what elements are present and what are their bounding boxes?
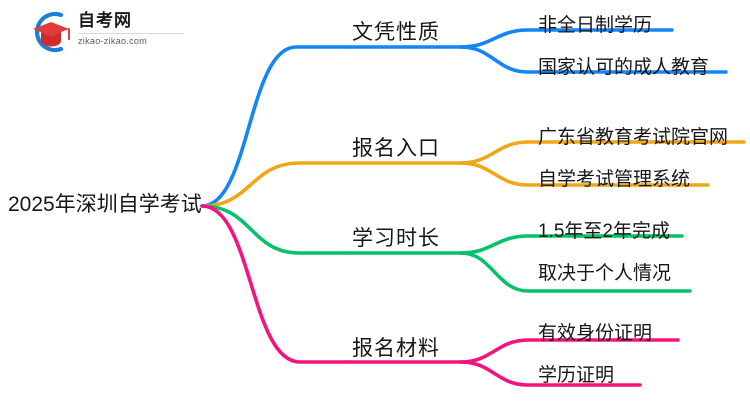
mindmap-leaf-node-4-2[interactable]: 学历证明 [538, 365, 615, 386]
edge-group-branch-1 [200, 28, 728, 208]
mindmap-leaf-node-1-2[interactable]: 国家认可的成人教育 [538, 57, 710, 78]
edge-root-to-branch-1 [200, 45, 351, 208]
edge-group-branch-2 [200, 140, 746, 208]
edge-branch-3-to-leaf-5 [459, 234, 684, 255]
mindmap-leaf-node-2-1[interactable]: 广东省教育考试院官网 [538, 127, 729, 148]
logo-url: zikao-zikao.com [78, 36, 148, 46]
site-logo: 自考网 zikao-zikao.com [28, 8, 188, 56]
logo-name: 自考网 [78, 11, 132, 30]
edge-branch-3-to-leaf-6 [459, 251, 692, 293]
edge-group-branch-3 [200, 204, 692, 293]
logo-text: 自考网 zikao-zikao.com [78, 11, 188, 47]
mindmap-leaf-node-2-2[interactable]: 自学考试管理系统 [538, 169, 691, 190]
edge-branch-1-to-leaf-2 [459, 45, 728, 74]
mindmap-leaf-node-1-1[interactable]: 非全日制学历 [538, 15, 653, 36]
mindmap-branch-node-2[interactable]: 报名入口 [352, 137, 440, 160]
edge-root-to-branch-4 [200, 204, 351, 364]
mindmap-branch-node-4[interactable]: 报名材料 [352, 337, 440, 360]
mindmap-leaf-node-3-2[interactable]: 取决于个人情况 [538, 263, 672, 284]
mindmap-branch-node-1[interactable]: 文凭性质 [352, 21, 440, 44]
edge-branch-4-to-leaf-8 [459, 360, 642, 387]
mindmap-leaf-node-4-1[interactable]: 有效身份证明 [538, 323, 653, 344]
edge-root-to-branch-2 [200, 161, 351, 208]
edge-group-branch-4 [200, 204, 680, 387]
mindmap-leaf-node-3-1[interactable]: 1.5年至2年完成 [538, 221, 670, 242]
mindmap-root-node[interactable]: 2025年深圳自学考试 [8, 193, 202, 216]
mindmap-branch-node-3[interactable]: 学习时长 [352, 227, 440, 250]
logo-divider [78, 33, 184, 34]
edge-root-to-branch-3 [200, 204, 351, 255]
graduation-cap-icon [33, 11, 70, 53]
edge-branch-2-to-leaf-4 [459, 161, 710, 187]
